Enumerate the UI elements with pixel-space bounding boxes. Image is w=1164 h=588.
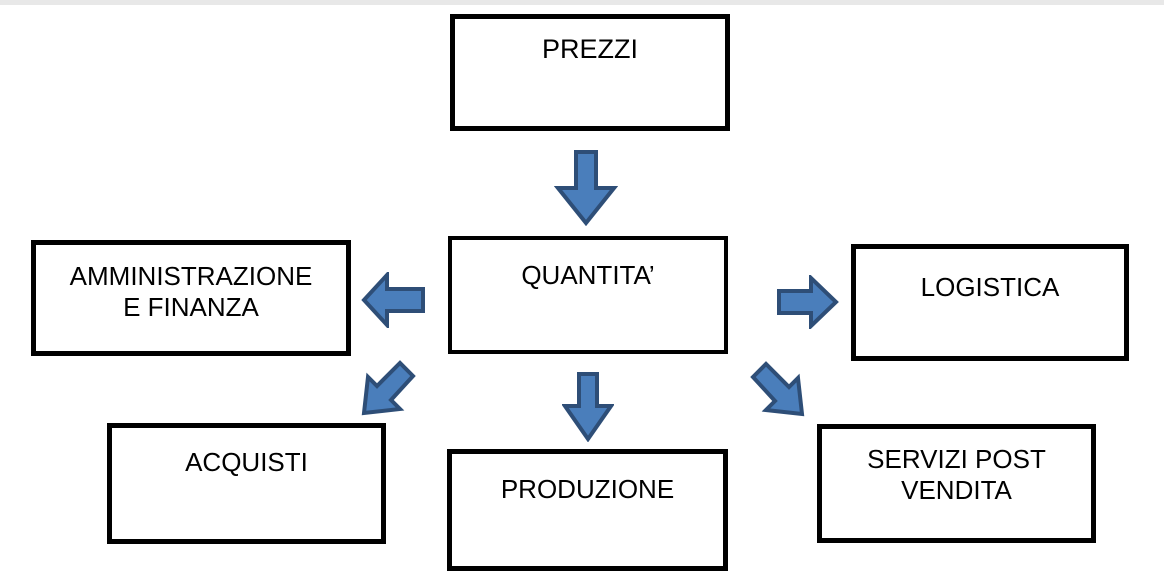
node-quantita-label: QUANTITA’ xyxy=(521,260,655,290)
arrow-down-left-icon-quantita-to-acquisti xyxy=(356,358,418,420)
arrow-down-right-icon-quantita-to-servizi xyxy=(748,359,810,421)
node-prezzi-label: PREZZI xyxy=(541,34,638,64)
node-logistica[interactable]: LOGISTICA xyxy=(851,244,1129,361)
top-background-band xyxy=(0,0,1164,5)
arrow-left-icon-quantita-to-amministrazione xyxy=(361,272,425,328)
node-logistica-label: LOGISTICA xyxy=(920,272,1060,302)
node-quantita[interactable]: QUANTITA’ xyxy=(448,236,728,354)
node-servizi-label: SERVIZI POST VENDITA xyxy=(867,444,1046,505)
node-amministrazione-label: AMMINISTRAZIONE E FINANZA xyxy=(69,261,313,322)
node-prezzi[interactable]: PREZZI xyxy=(450,14,730,131)
arrow-right-icon-quantita-to-logistica xyxy=(777,275,839,329)
arrow-down-icon-prezzi-to-quantita xyxy=(554,150,618,226)
node-acquisti-label: ACQUISTI xyxy=(185,447,308,477)
node-servizi-post-vendita[interactable]: SERVIZI POST VENDITA xyxy=(817,424,1096,543)
node-amministrazione-e-finanza[interactable]: AMMINISTRAZIONE E FINANZA xyxy=(31,240,351,356)
node-produzione-label: PRODUZIONE xyxy=(500,474,675,504)
node-produzione[interactable]: PRODUZIONE xyxy=(447,449,728,571)
arrow-down-icon-quantita-to-produzione xyxy=(562,372,614,442)
node-acquisti[interactable]: ACQUISTI xyxy=(107,423,386,544)
